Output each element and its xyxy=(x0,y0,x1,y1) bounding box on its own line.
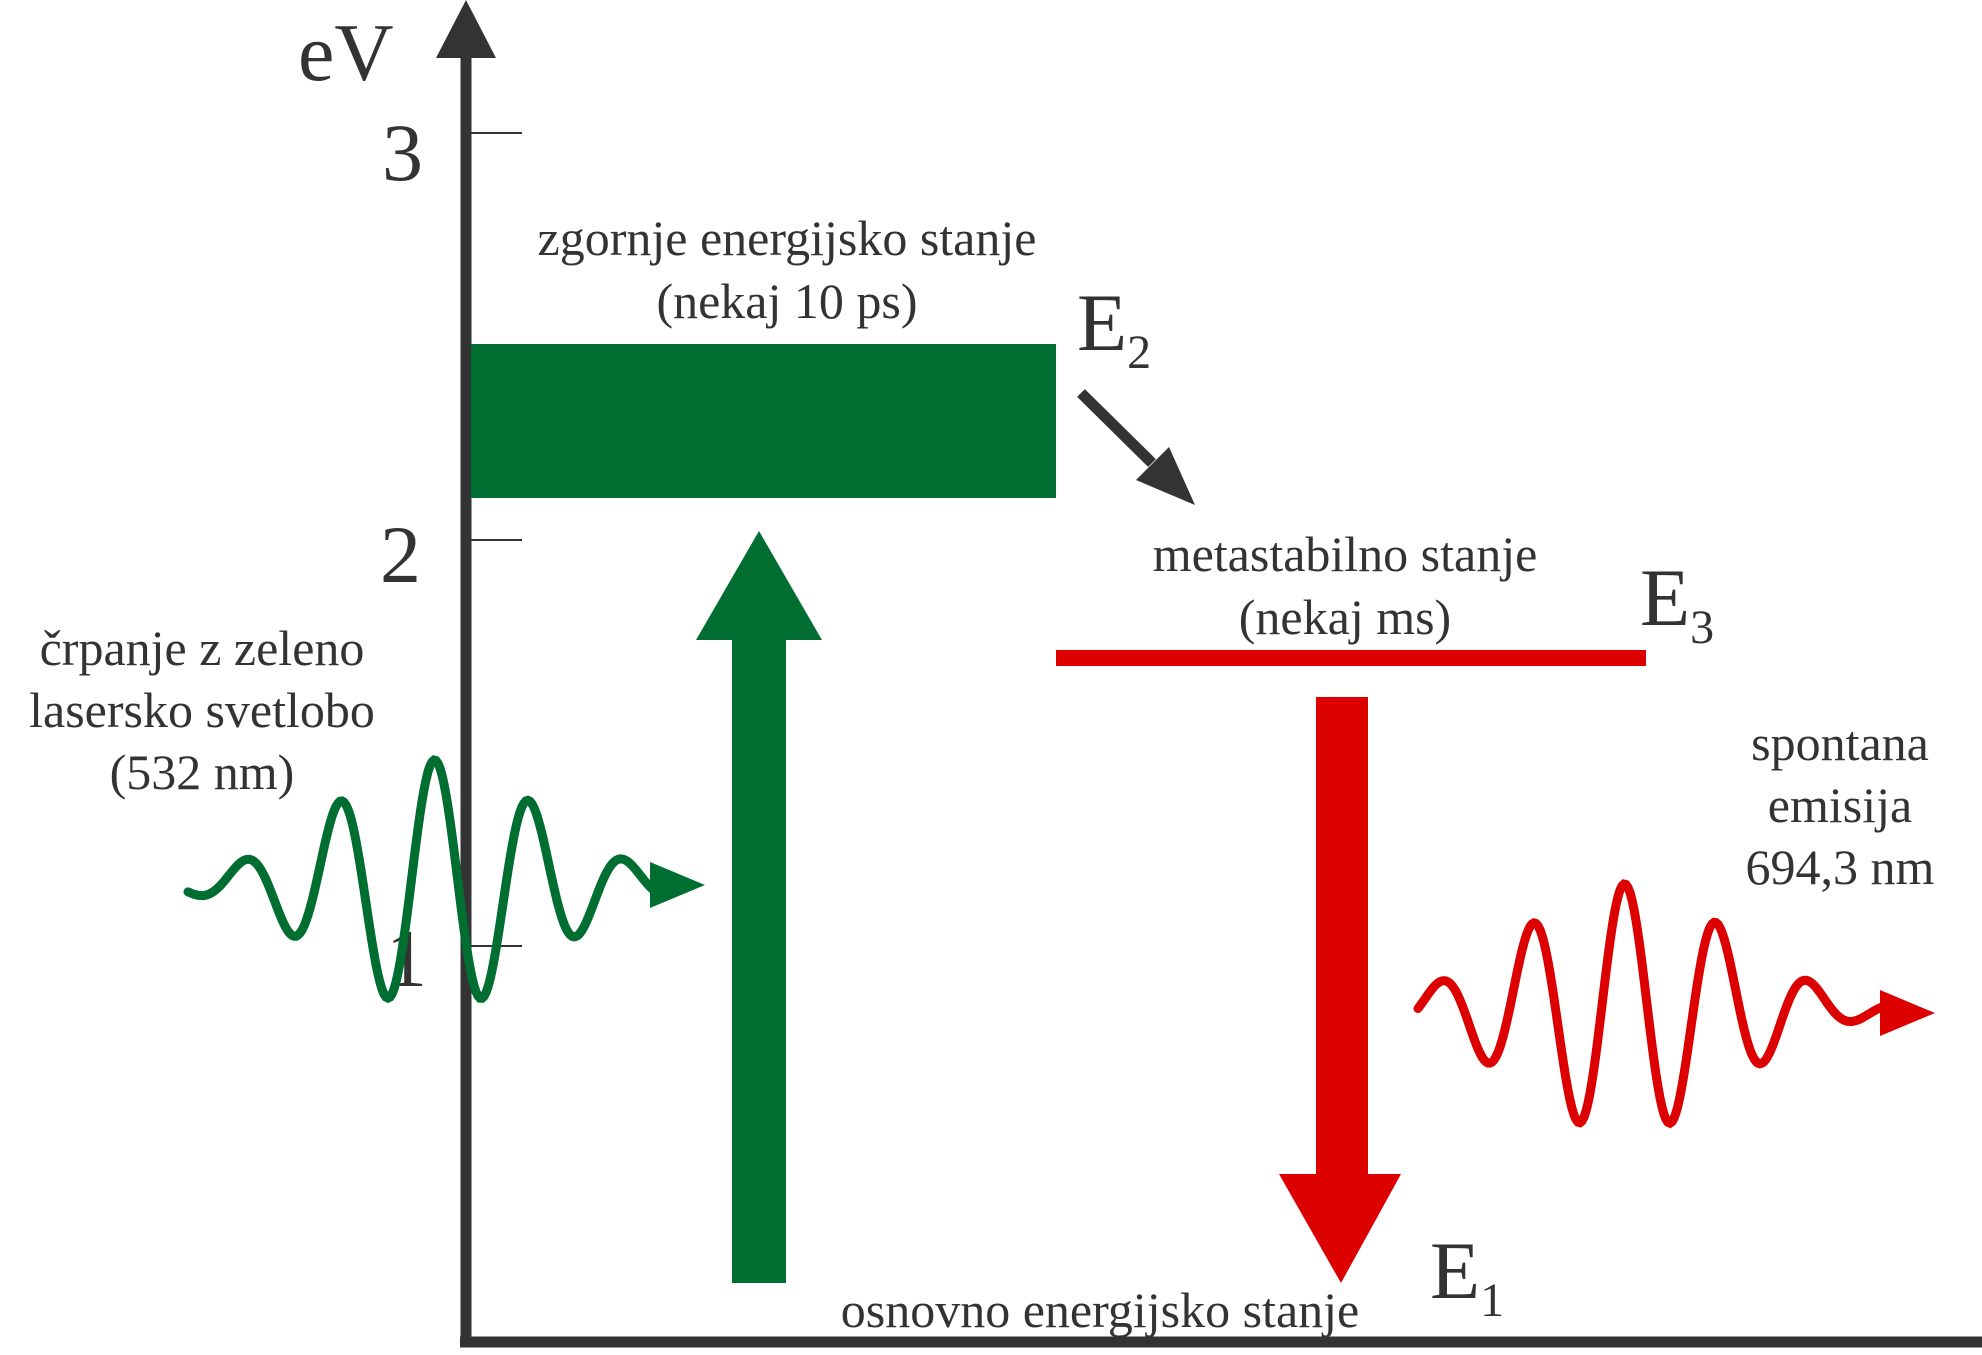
axes: eV xyxy=(298,0,1982,1348)
e2-symbol: E2 xyxy=(1077,277,1151,379)
pump-arrow-head xyxy=(696,531,822,640)
pump-wave xyxy=(183,755,659,1004)
axis-unit-label: eV xyxy=(298,7,394,98)
emission-wave-head xyxy=(1880,990,1935,1036)
e2-description: zgornje energijsko stanje xyxy=(538,210,1037,266)
emission-arrow-head xyxy=(1279,1174,1401,1283)
pump-label-line3: (532 nm) xyxy=(110,744,295,800)
e3-description: metastabilno stanje xyxy=(1153,526,1538,582)
relaxation-arrow-shaft xyxy=(1077,389,1156,467)
green-wave-arrow-icon xyxy=(183,755,705,1004)
emission-arrow-shaft xyxy=(1316,697,1368,1177)
y-axis-arrow-icon xyxy=(436,0,496,58)
pump-label-line1: črpanje z zeleno xyxy=(40,620,365,676)
emission-arrow xyxy=(1279,697,1401,1283)
level-e3: metastabilno stanje (nekaj ms) E3 xyxy=(1056,526,1714,666)
pump-label-line2: lasersko svetlobo xyxy=(29,682,375,738)
emission-wave xyxy=(1413,879,1889,1129)
relaxation-arrow xyxy=(1077,389,1195,505)
e2-lifetime: (nekaj 10 ps) xyxy=(656,273,917,329)
tick-label-2: 2 xyxy=(380,509,421,600)
emission-label: spontana emisija 694,3 nm xyxy=(1746,715,1935,895)
pump-wave-head xyxy=(650,862,705,908)
e3-lifetime: (nekaj ms) xyxy=(1239,589,1451,645)
pump-arrow xyxy=(696,531,822,1283)
emission-label-line2: emisija xyxy=(1768,777,1912,833)
diagonal-arrow-icon xyxy=(1136,447,1195,505)
e3-symbol: E3 xyxy=(1640,552,1714,654)
red-wave-arrow-icon xyxy=(1413,879,1935,1129)
level-e1: osnovno energijsko stanje E1 xyxy=(841,1225,1504,1338)
y-ticks: 3 2 1 xyxy=(380,107,522,1004)
level-e2: zgornje energijsko stanje (nekaj 10 ps) … xyxy=(471,210,1151,498)
e2-band xyxy=(471,344,1056,498)
tick-label-3: 3 xyxy=(382,107,423,198)
emission-label-line1: spontana xyxy=(1751,715,1929,771)
pump-arrow-shaft xyxy=(732,638,786,1283)
pump-label: črpanje z zeleno lasersko svetlobo (532 … xyxy=(29,620,375,800)
e1-description: osnovno energijsko stanje xyxy=(841,1282,1359,1338)
e1-symbol: E1 xyxy=(1430,1225,1504,1327)
emission-label-line3: 694,3 nm xyxy=(1746,839,1935,895)
